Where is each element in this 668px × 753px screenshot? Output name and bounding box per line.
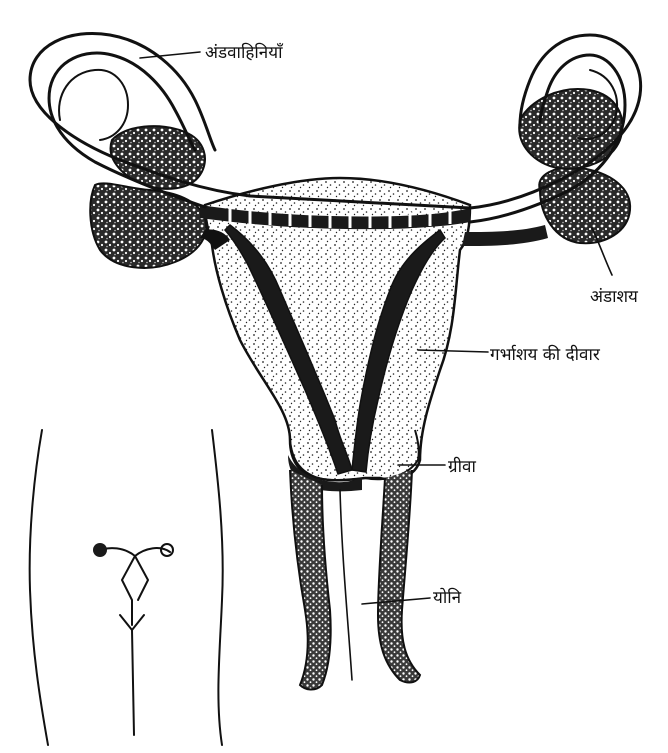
inset-body-right-outline — [212, 430, 223, 745]
label-ovary: अंडाशय — [590, 287, 639, 307]
vagina-wall-right — [378, 470, 420, 682]
inset-body-left-outline — [30, 430, 48, 745]
vagina-wall-left — [290, 470, 331, 690]
left-tube-loop — [59, 70, 128, 140]
left-fimbriae — [111, 126, 205, 189]
label-uterine-wall: गर्भाशय की दीवार — [490, 344, 601, 365]
label-cervix: ग्रीवा — [448, 456, 476, 477]
inset-mini-uterus — [93, 543, 173, 735]
label-vagina: योनि — [433, 587, 462, 608]
label-oviduct: अंडवाहिनियाँ — [205, 42, 283, 63]
right-ovarian-ligament — [462, 225, 548, 246]
left-ovary — [90, 183, 206, 267]
leader-oviduct — [140, 52, 200, 58]
vagina-lumen — [340, 490, 352, 680]
